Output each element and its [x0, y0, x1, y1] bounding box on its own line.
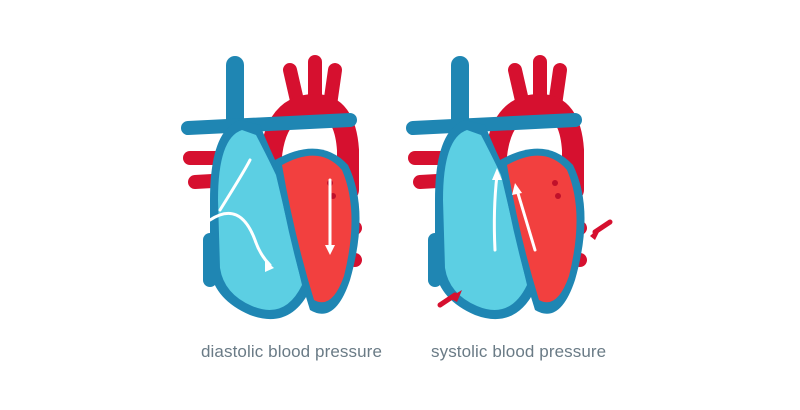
diastolic-caption: diastolic blood pressure [201, 342, 382, 361]
systolic-caption: systolic blood pressure [431, 342, 607, 361]
heart-systole-illustration [395, 40, 635, 330]
heart-diastole-illustration [170, 40, 410, 330]
